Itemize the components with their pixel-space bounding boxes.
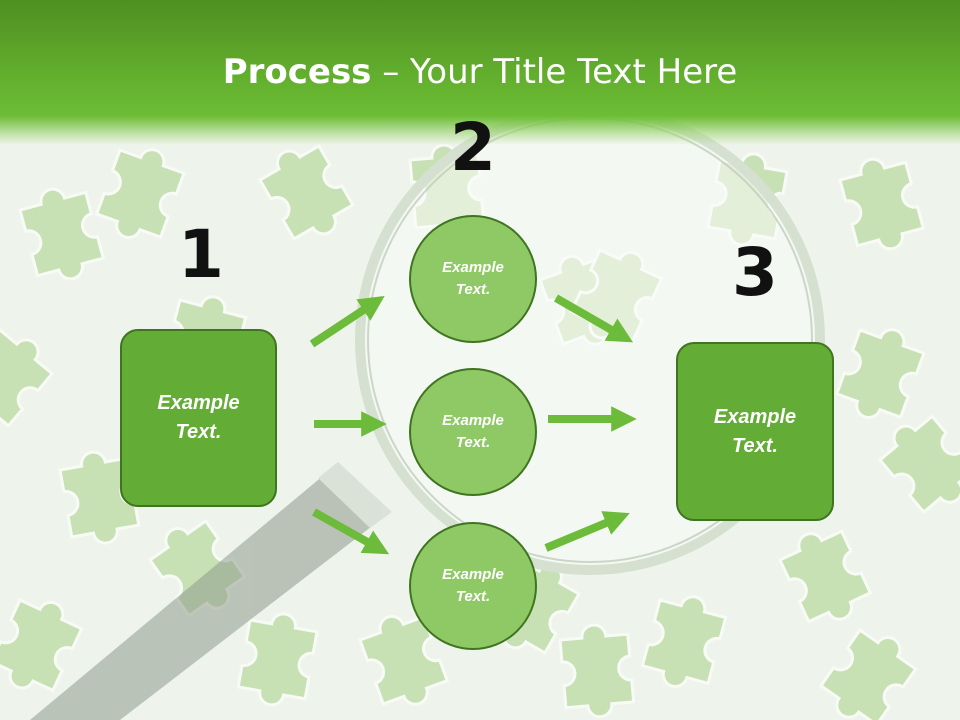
slide-title: Process – Your Title Text Here: [0, 52, 960, 92]
step3-box: Example Text.: [676, 342, 834, 521]
step-number-3: 3: [732, 234, 778, 311]
step2-circle-bottom: Example Text.: [409, 522, 537, 650]
title-banner: [0, 0, 960, 145]
step2-circle-middle: Example Text.: [409, 368, 537, 496]
title-rest: – Your Title Text Here: [371, 52, 738, 92]
step1-box: Example Text.: [120, 329, 277, 507]
step-number-1: 1: [178, 216, 224, 293]
step2-circle-top: Example Text.: [409, 215, 537, 343]
step-number-2: 2: [450, 109, 496, 186]
title-bold: Process: [222, 52, 372, 92]
